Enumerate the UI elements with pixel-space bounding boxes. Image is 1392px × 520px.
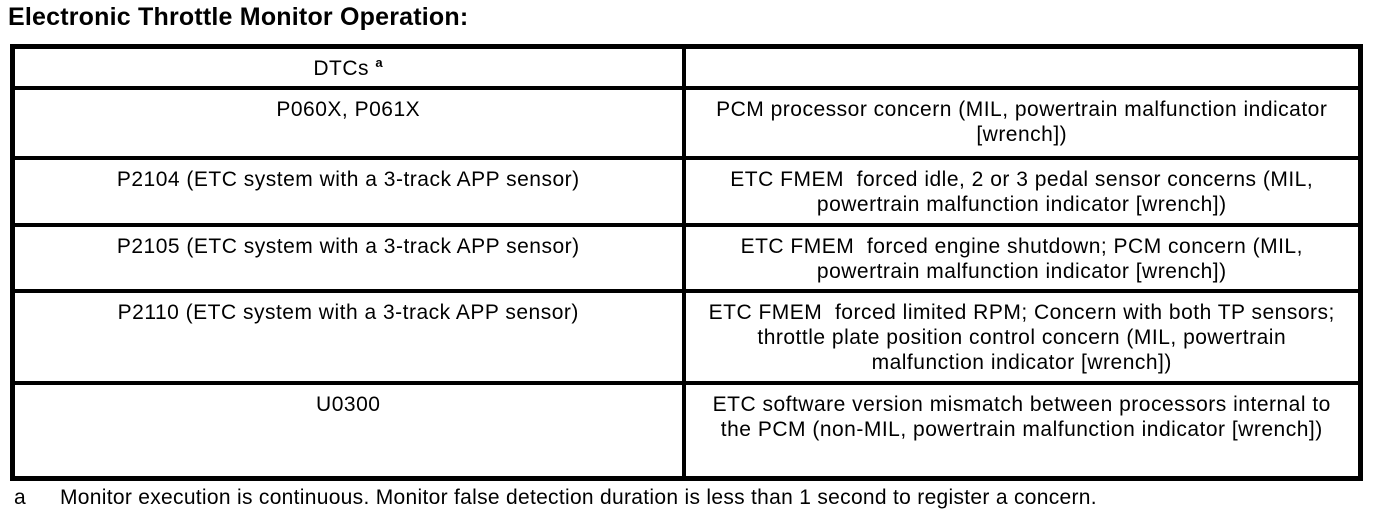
table-row: P2110 (ETC system with a 3-track APP sen…	[10, 288, 1363, 385]
description-column-header	[681, 44, 1363, 90]
table-header-row: DTCs a	[10, 44, 1363, 90]
dtcs-header-label: DTCs	[313, 57, 370, 80]
table-footnote: a Monitor execution is continuous. Monit…	[14, 486, 1097, 510]
footnote-marker: a	[14, 486, 26, 509]
dtc-cell: U0300	[10, 380, 686, 481]
description-cell: PCM processor concern (MIL, powertrain m…	[681, 85, 1363, 160]
description-cell: ETC software version mismatch between pr…	[681, 380, 1363, 481]
table-row: U0300 ETC software version mismatch betw…	[10, 380, 1363, 481]
table-row: P2104 (ETC system with a 3-track APP sen…	[10, 155, 1363, 227]
dtc-monitor-table: DTCs a P060X, P061X PCM processor concer…	[10, 44, 1363, 481]
description-cell: ETC FMEM forced limited RPM; Concern wit…	[681, 288, 1363, 385]
dtc-cell: P2110 (ETC system with a 3-track APP sen…	[10, 288, 686, 385]
dtcs-column-header: DTCs a	[10, 44, 686, 90]
description-cell: ETC FMEM forced idle, 2 or 3 pedal senso…	[681, 155, 1363, 227]
page-title: Electronic Throttle Monitor Operation:	[8, 3, 469, 31]
dtc-cell: P2105 (ETC system with a 3-track APP sen…	[10, 222, 686, 293]
description-cell: ETC FMEM forced engine shutdown; PCM con…	[681, 222, 1363, 293]
dtc-cell: P2104 (ETC system with a 3-track APP sen…	[10, 155, 686, 227]
dtcs-footnote-marker: a	[375, 55, 384, 70]
table-row: P060X, P061X PCM processor concern (MIL,…	[10, 85, 1363, 160]
dtc-cell: P060X, P061X	[10, 85, 686, 160]
table-row: P2105 (ETC system with a 3-track APP sen…	[10, 222, 1363, 293]
footnote-text: Monitor execution is continuous. Monitor…	[60, 486, 1097, 509]
